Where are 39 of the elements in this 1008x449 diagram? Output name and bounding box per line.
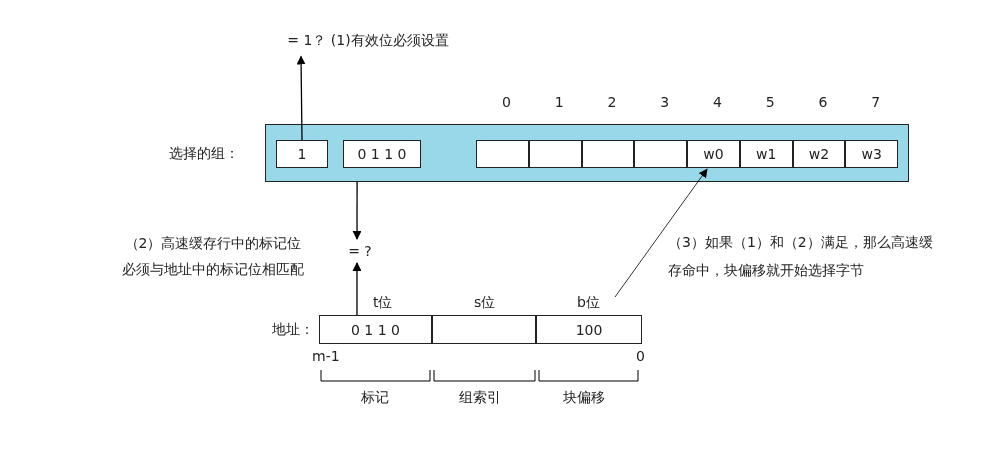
note-text: （3）如果（1）和（2）满足，那么高速缓存命中，块偏移就开始选择字节 [668,233,934,280]
block-cell: w0 [687,140,740,168]
comparison-text: = ? [340,241,380,261]
row-label: 地址： [272,320,314,339]
block-cell [581,140,635,168]
bracket-label: 组索引 [459,388,501,407]
bracket-label: 标记 [361,388,389,407]
bracket-label: 块偏移 [563,388,605,407]
condition-note: = 1？ (1)有效位必须设置 [268,30,468,52]
column-number: 4 [713,93,722,112]
bit-index: 0 [636,347,645,366]
column-number: 1 [554,93,564,112]
block-offset-field: 100 [536,315,642,344]
field-label: t位 [373,293,393,312]
set-index-field [432,315,536,344]
cache-set-panel [265,124,909,182]
block-cell [634,140,687,168]
column-number: 5 [765,93,775,112]
row-label: 选择的组： [169,144,239,163]
tag-field: 0 1 1 0 [319,315,432,344]
field-label: s位 [474,293,496,312]
block-cell [476,140,529,168]
block-cell: w1 [739,140,793,168]
column-number: 6 [818,93,828,112]
arrow [352,181,362,240]
bit-index: m-1 [312,347,340,366]
block-cell: w2 [792,140,846,168]
column-number: 0 [502,93,511,112]
block-cell [528,140,582,168]
column-number: 7 [871,93,881,112]
field-label: b位 [577,293,600,312]
note-text: （2）高速缓存行中的标记位必须与地址中的标记位相匹配 [121,234,305,279]
column-number: 3 [660,93,670,112]
block-cell: w3 [845,140,898,168]
valid-bit-cell: 1 [276,140,328,168]
column-number: 2 [607,93,617,112]
arrow [296,55,306,141]
arrow [352,262,362,316]
tag-cell: 0 1 1 0 [343,140,421,168]
